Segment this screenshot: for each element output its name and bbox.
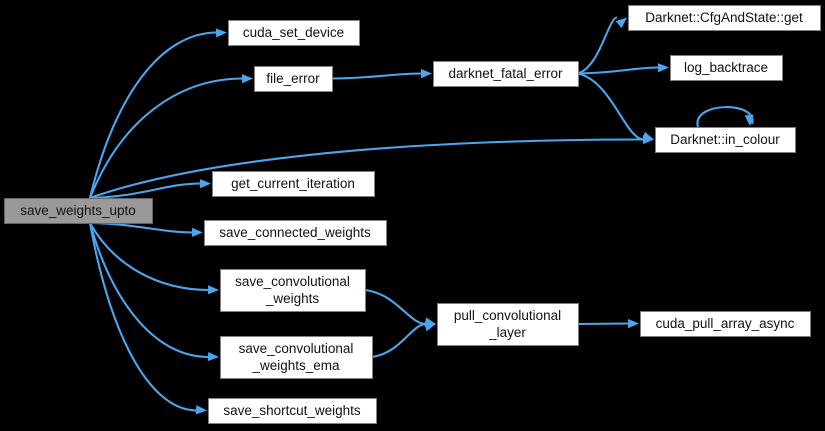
edge-arrowhead: [615, 17, 627, 29]
node-label: log_backtrace: [684, 60, 768, 75]
node-box[interactable]: [204, 220, 387, 246]
node-box[interactable]: [254, 66, 333, 92]
edge-arrowhead: [207, 351, 219, 362]
edge-path: [88, 222, 210, 359]
node-box[interactable]: [220, 269, 366, 312]
node-get-current-iteration[interactable]: get_current_iteration: [212, 171, 375, 197]
edge-save-weights-upto-to-save-connected-weights: [89, 221, 203, 237]
node-log-backtrace[interactable]: log_backtrace: [670, 55, 783, 81]
node-save-connected-weights[interactable]: save_connected_weights: [204, 220, 387, 246]
node-label: _weights_ema: [251, 358, 340, 373]
edge-save-weights-upto-to-save-shortcut-weights: [88, 222, 207, 415]
node-pull-convolutional-layer[interactable]: pull_convolutional _layer: [437, 303, 579, 346]
edge-arrowhead: [191, 227, 203, 237]
node-box[interactable]: [208, 398, 377, 424]
node-file-error[interactable]: file_error: [254, 66, 333, 92]
node-save-weights-upto[interactable]: save_weights_upto: [4, 198, 153, 224]
node-box[interactable]: [628, 5, 821, 31]
edge-path: [577, 16, 618, 75]
edge-darknet-fatal-error-to-darknet-in-colour: [577, 72, 654, 141]
edge-arrowhead: [642, 131, 654, 141]
node-cuda-pull-array-async[interactable]: cuda_pull_array_async: [640, 311, 811, 337]
edge-path: [371, 322, 427, 359]
edge-arrowhead: [241, 74, 253, 84]
node-label: cuda_pull_array_async: [656, 316, 795, 331]
node-label: save_convolutional: [235, 274, 350, 289]
edge-save-convolutional-weights-to-pull-convolutional-layer: [364, 288, 436, 327]
edge-path: [331, 72, 423, 80]
node-box[interactable]: [212, 171, 375, 197]
edge-save-weights-upto-to-save-convolutional-weights: [89, 222, 219, 295]
edge-darknet-in-colour-to-darknet-in-colour: [696, 106, 754, 128]
edge-path: [89, 182, 202, 200]
node-label: save_convolutional: [239, 341, 354, 356]
node-box[interactable]: [655, 127, 796, 153]
node-darknet-cfgandstate-get[interactable]: Darknet::CfgAndState::get: [628, 5, 821, 31]
edge-path: [577, 66, 660, 75]
edge-save-convolutional-weights-ema-to-pull-convolutional-layer: [371, 322, 436, 359]
node-label: get_current_iteration: [231, 176, 355, 191]
node-box[interactable]: [220, 336, 373, 379]
node-label: Darknet::CfgAndState::get: [645, 10, 803, 25]
node-label: file_error: [266, 71, 320, 86]
node-darknet-fatal-error[interactable]: darknet_fatal_error: [433, 61, 579, 87]
edge-arrowhead: [420, 69, 432, 79]
node-label: save_weights_upto: [20, 203, 136, 218]
node-label: save_connected_weights: [219, 225, 371, 240]
node-box[interactable]: [640, 311, 811, 337]
node-box[interactable]: [433, 61, 579, 87]
edge-pull-convolutional-layer-to-cuda-pull-array-async: [577, 319, 639, 329]
edge-arrowhead: [215, 28, 227, 38]
edge-arrowhead: [207, 285, 219, 295]
node-box[interactable]: [437, 303, 579, 346]
node-box[interactable]: [228, 20, 360, 46]
edge-layer: [88, 16, 754, 415]
node-cuda-set-device[interactable]: cuda_set_device: [228, 20, 360, 46]
node-darknet-in-colour[interactable]: Darknet::in_colour: [655, 127, 796, 153]
node-box[interactable]: [4, 198, 153, 224]
edge-path: [364, 288, 427, 326]
node-label: _layer: [488, 325, 526, 340]
node-layer: save_weights_upto cuda_set_device file_err…: [4, 5, 821, 424]
edge-arrowhead: [744, 114, 754, 126]
edge-save-weights-upto-to-save-convolutional-weights-ema: [88, 222, 219, 362]
edge-path: [89, 77, 244, 199]
edge-path: [89, 222, 210, 292]
edge-path: [89, 221, 194, 234]
node-save-convolutional-weights-ema[interactable]: save_convolutional _weights_ema: [220, 336, 373, 379]
edge-path: [577, 72, 645, 141]
node-label: save_shortcut_weights: [223, 403, 361, 418]
edge-arrowhead: [195, 405, 207, 415]
node-label: Darknet::in_colour: [670, 132, 780, 147]
node-box[interactable]: [670, 55, 783, 81]
edge-save-weights-upto-to-file-error: [89, 74, 253, 199]
node-save-shortcut-weights[interactable]: save_shortcut_weights: [208, 398, 377, 424]
node-label: cuda_set_device: [243, 25, 344, 40]
edge-save-weights-upto-to-cuda-set-device: [88, 28, 227, 199]
edge-darknet-fatal-error-to-darknet-cfgandstate-get: [577, 16, 627, 75]
edge-file-error-to-darknet-fatal-error: [331, 69, 432, 80]
edge-darknet-fatal-error-to-log-backtrace: [577, 63, 669, 75]
edge-self-loop-path: [696, 106, 754, 128]
node-label: darknet_fatal_error: [448, 66, 563, 81]
edge-arrowhead: [627, 319, 639, 329]
edge-save-weights-upto-to-get-current-iteration: [89, 179, 211, 200]
edge-path: [88, 31, 218, 199]
edge-arrowhead: [657, 63, 669, 73]
edge-path: [577, 322, 630, 326]
node-label: pull_convolutional: [454, 308, 561, 323]
edge-path: [88, 222, 198, 412]
edge-arrowhead: [424, 322, 436, 332]
edge-path: [89, 138, 645, 199]
edge-arrowhead: [199, 179, 211, 189]
node-save-convolutional-weights[interactable]: save_convolutional _weights: [220, 269, 366, 312]
node-label: _weights: [265, 291, 320, 306]
